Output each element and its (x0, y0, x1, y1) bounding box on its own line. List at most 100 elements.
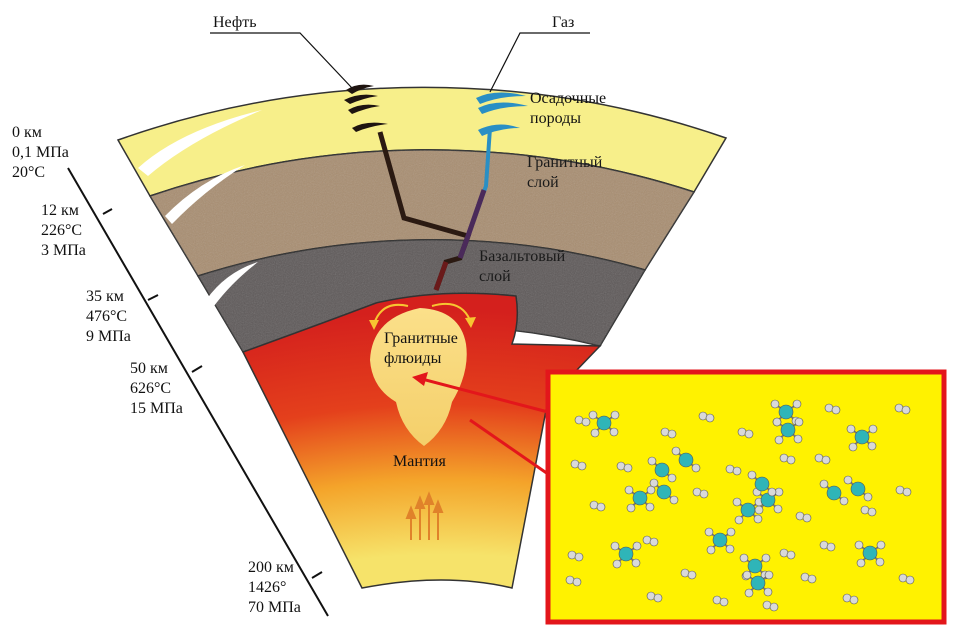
depth-0-temperature: 20°C (12, 164, 46, 181)
hydrogen-atom (706, 545, 716, 555)
hydrogen-atom (610, 541, 620, 551)
hydrogen-atom (649, 537, 659, 547)
hydrogen-atom (786, 455, 796, 465)
label-granite-layer: Гранитный слой (527, 154, 603, 191)
hydrogen-atom (574, 552, 584, 562)
molecule-group (565, 399, 915, 612)
hydrogen-atom (786, 550, 796, 560)
label-basalt-layer: Базальтовый слой (479, 248, 566, 285)
hydrogen-atom (764, 570, 774, 580)
hydrogen-atom (704, 527, 714, 537)
carbon-atom (826, 485, 842, 501)
hydrogen-atom (631, 558, 641, 568)
depth-axis (67, 167, 329, 617)
depth-200-pressure: 70 МПа (248, 599, 301, 616)
hydrogen-atom (699, 489, 709, 499)
highlight-3 (206, 262, 258, 306)
hydrogen-atom (867, 441, 877, 451)
plume-arrow-left-head (369, 320, 379, 330)
hydrogen-atom (846, 424, 856, 434)
hydrogen-atom (761, 553, 771, 563)
hydrogen-atom (821, 455, 831, 465)
carbon-atom (862, 545, 878, 561)
depth-12-km: 12 км (41, 202, 79, 219)
granite-texture (150, 149, 694, 276)
depth-35-temperature: 476°C (86, 308, 128, 325)
hydrogen-atom (744, 588, 754, 598)
hydrogen-atom (905, 575, 915, 585)
hydrogen-atom (590, 428, 600, 438)
hydrogen-atom (624, 485, 634, 495)
hydrogen-atom (802, 513, 812, 523)
label-oil: Нефть (213, 14, 257, 31)
hydrogen-atom (794, 417, 804, 427)
hydrogen-atom (667, 473, 677, 483)
hydrogen-atom (572, 577, 582, 587)
carbon-atom (747, 558, 763, 574)
hydrogen-atom (687, 570, 697, 580)
hydrogen-atom (725, 544, 735, 554)
hydrogen-atom (726, 527, 736, 537)
carbon-atom (854, 429, 870, 445)
depth-label-200: 200 км 1426° 70 МПа (248, 558, 301, 618)
hydrogen-atom (671, 446, 681, 456)
hydrogen-atom (596, 502, 606, 512)
depth-200-temperature: 1426° (248, 579, 287, 596)
hydrogen-atom (581, 417, 591, 427)
hydrogen-atom (843, 475, 853, 485)
hydrogen-atom (632, 541, 642, 551)
hydrogen-atom (623, 463, 633, 473)
carbon-atom (632, 490, 648, 506)
hydrogen-atom (647, 456, 657, 466)
hydrogen-atom (588, 410, 598, 420)
hydrogen-atom (902, 487, 912, 497)
hydrogen-atom (754, 505, 764, 515)
label-gas: Газ (552, 14, 575, 31)
molecule-inset (545, 369, 947, 625)
gas-leader-line (489, 32, 590, 93)
highlight-2 (165, 165, 245, 224)
hydrogen-atom (732, 466, 742, 476)
hydrogen-atom (770, 399, 780, 409)
depth-0-pressure: 0,1 МПа (12, 144, 69, 161)
depth-tick-50 (191, 365, 203, 373)
hydrogen-atom (774, 435, 784, 445)
hydrogen-atom (901, 405, 911, 415)
hydrogen-atom (876, 540, 886, 550)
depth-12-temperature: 226°C (41, 222, 83, 239)
hydrogen-atom (744, 429, 754, 439)
gas-trap (476, 92, 528, 136)
carbon-atom (754, 476, 770, 492)
carbon-atom (678, 452, 694, 468)
depth-200-km: 200 км (248, 559, 294, 576)
label-mantle: Мантия (393, 453, 446, 470)
depth-0-km: 0 км (12, 124, 42, 141)
depth-tick-12 (102, 208, 113, 215)
hydrogen-atom (753, 514, 763, 524)
hydrogen-atom (747, 470, 757, 480)
hydrogen-atom (863, 492, 873, 502)
depth-tick-200 (311, 571, 323, 579)
depth-35-km: 35 км (86, 288, 124, 305)
hydrogen-atom (645, 502, 655, 512)
hydrogen-atom (867, 507, 877, 517)
depth-12-pressure: 3 МПа (41, 242, 86, 259)
carbon-atom (712, 532, 728, 548)
carbon-atom (656, 484, 672, 500)
hydrogen-atom (848, 442, 858, 452)
carbon-atom (778, 404, 794, 420)
hydrogen-atom (773, 504, 783, 514)
hydrogen-atom (653, 593, 663, 603)
inset-pointer-low (469, 418, 549, 476)
hydrogen-atom (849, 595, 859, 605)
heat-arrows (405, 491, 444, 540)
inset-pointer (417, 376, 549, 414)
hydrogen-atom (868, 424, 878, 434)
hydrogen-atom (767, 487, 777, 497)
hydrogen-atom (819, 479, 829, 489)
hydrogen-atom (626, 503, 636, 513)
hydrogen-atom (610, 410, 620, 420)
